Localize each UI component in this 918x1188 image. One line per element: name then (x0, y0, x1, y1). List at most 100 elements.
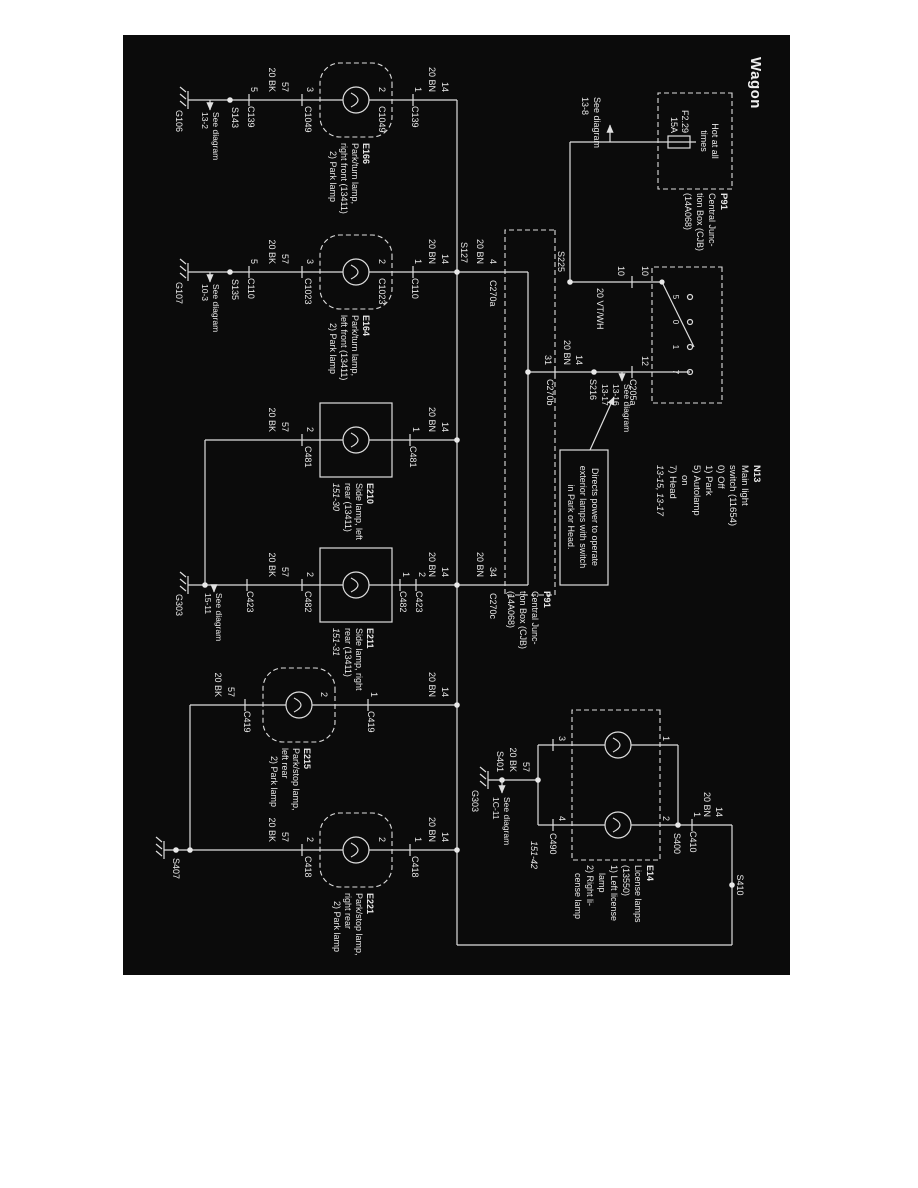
label: 20 BN (562, 340, 572, 365)
label: 151-42 (529, 841, 539, 869)
label: 20 BN (427, 552, 437, 577)
label: E210 (365, 483, 375, 504)
label: 1 (369, 692, 379, 697)
label: E14 (645, 865, 655, 881)
label: G303 (470, 790, 480, 812)
label: 14 (440, 567, 450, 577)
label: See diagram (214, 593, 224, 641)
label: 1 (671, 345, 680, 350)
label: 14 (714, 807, 724, 817)
label: (14A068) (506, 591, 516, 628)
label: 1) Left license (609, 865, 619, 921)
ground-symbol (179, 258, 189, 281)
label: 14 (440, 422, 450, 432)
label: 20 BK (267, 817, 277, 842)
label: switch (11654) (727, 465, 738, 526)
label: 2 (661, 816, 671, 821)
bulb-filament (612, 737, 621, 753)
label: S410 (735, 874, 745, 895)
label: 4 (488, 259, 498, 264)
diagram-title: Wagon (747, 57, 764, 109)
bulb-symbol (604, 731, 632, 759)
splice-dot (535, 777, 541, 783)
label: S216 (588, 379, 598, 400)
label: See diagram (211, 284, 221, 332)
splice-dot (227, 269, 233, 275)
switch-contact (686, 318, 694, 326)
splice-dot (454, 702, 460, 708)
label: C418 (410, 856, 420, 878)
label: 15-11 (203, 593, 213, 614)
label: 57 (280, 422, 290, 432)
arrow (589, 396, 615, 451)
label: Hot at all (710, 123, 720, 159)
label: 10 (640, 266, 650, 276)
label: lamp (597, 873, 607, 893)
splice-dot (454, 437, 460, 443)
label: 5 (249, 259, 259, 264)
label: 7 (671, 370, 680, 375)
label: 1C-11 (491, 797, 501, 820)
label: 1 (661, 736, 671, 741)
splice-dot (187, 847, 193, 853)
label: 3 (305, 259, 315, 264)
label: G107 (174, 282, 184, 304)
label: C270b (545, 379, 555, 406)
bulb-filament (293, 697, 302, 713)
label: 1 (413, 837, 423, 842)
label: left rear (280, 748, 290, 779)
label: 1 (413, 87, 423, 92)
label: S407 (171, 858, 181, 879)
label: C490 (548, 833, 558, 855)
bulb-symbol (342, 86, 370, 114)
label: See diagram (622, 384, 632, 432)
label: P91 (541, 591, 552, 609)
label: 31 (543, 355, 553, 365)
label: 13-16 (611, 384, 621, 406)
label: 1) Park (703, 465, 714, 496)
label: Side lamp, right (354, 628, 364, 691)
label: E215 (302, 748, 312, 769)
label: S127 (459, 242, 469, 263)
label: Main light (739, 465, 750, 506)
label: 57 (280, 254, 290, 264)
label: exterior lamps with switch (578, 466, 588, 569)
label: 20 BN (475, 552, 485, 577)
label: 2) Park lamp (328, 323, 338, 374)
label: 20 BN (427, 239, 437, 264)
label: F2.29 (680, 110, 690, 133)
label: 2 (377, 837, 387, 842)
switch-contact (686, 343, 694, 351)
label: cense lamp (573, 873, 583, 919)
label: 5 (249, 87, 259, 92)
splice-dot (227, 97, 233, 103)
label: C110 (410, 278, 420, 299)
label: 34 (488, 567, 498, 577)
label: Side lamp, left (354, 483, 364, 541)
label: E221 (365, 893, 375, 914)
label: P91 (718, 193, 729, 211)
bulb-filament (350, 842, 359, 858)
label: (14A068) (683, 193, 693, 230)
label: tion Box (CJB) (518, 591, 528, 649)
label: 14 (440, 687, 450, 697)
label: 2) Right li- (585, 865, 595, 906)
label: 151-31 (331, 628, 341, 656)
label: left front (13411) (339, 315, 349, 380)
label: Park/turn lamp, (350, 143, 360, 204)
label: 20 BK (508, 747, 518, 772)
label: 2 (377, 259, 387, 264)
label: 2 (417, 572, 427, 577)
label: 14 (440, 832, 450, 842)
label: 0 (671, 320, 680, 325)
splice-dot (729, 882, 735, 888)
fuse-symbol (667, 135, 691, 149)
label: S135 (230, 279, 240, 300)
label: in Park or Head. (566, 484, 576, 549)
ground-symbol (179, 571, 189, 594)
label: 12 (640, 356, 650, 366)
label: C270c (488, 593, 498, 620)
label: License lamps (633, 865, 643, 923)
label: 2) Park lamp (328, 151, 338, 202)
